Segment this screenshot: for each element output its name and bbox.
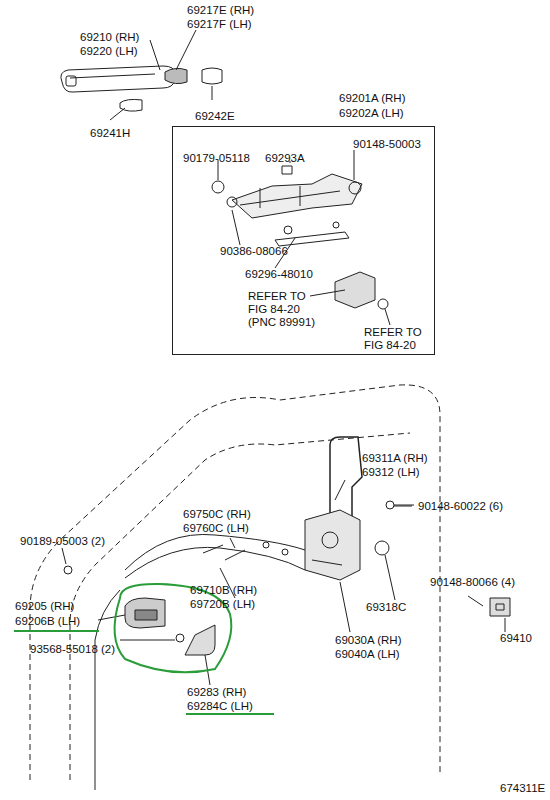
part-number: 69296-48010 xyxy=(245,268,313,281)
part-number: 69312 (LH) xyxy=(362,466,420,479)
part-number: 69318C xyxy=(366,601,406,614)
part-number: 69283 (RH) xyxy=(187,686,246,699)
part-number: 69241H xyxy=(90,127,130,140)
part-number: REFER TO FIG 84-20 (PNC 89991) xyxy=(248,290,324,329)
part-number: 69710B (RH) xyxy=(190,584,257,597)
assembly-number: 69201A (RH) 69202A (LH) xyxy=(339,91,417,121)
part-number: 90386-08066 xyxy=(220,245,288,258)
part-number: 69311A (RH) xyxy=(362,452,428,465)
part-number: 90148-60022 (6) xyxy=(418,500,503,513)
part-number: 69030A (RH) xyxy=(335,634,401,647)
part-number: 69220 (LH) xyxy=(80,45,138,58)
part-number: 69205 (RH) xyxy=(15,600,74,613)
part-number: 69040A (LH) xyxy=(335,648,400,661)
part-number: 69217F (LH) xyxy=(187,18,252,31)
part-number: 90148-80066 (4) xyxy=(430,576,515,589)
part-number: 69217E (RH) xyxy=(187,4,254,17)
part-number: 69210 (RH) xyxy=(80,31,139,44)
part-number: 90189-05003 (2) xyxy=(20,535,105,548)
part-number: REFER TO FIG 84-20 xyxy=(364,326,440,352)
part-number: 69206B (LH) xyxy=(15,615,80,628)
part-number: 69750C (RH) xyxy=(183,508,251,521)
part-number: 69410 xyxy=(500,632,532,645)
part-number: 69293A xyxy=(265,152,305,165)
part-number: 69242E xyxy=(195,110,235,123)
part-number: 69720B (LH) xyxy=(190,598,255,611)
part-number: 93568-55018 (2) xyxy=(30,643,115,656)
part-number: 90179-05118 xyxy=(183,152,250,165)
part-number: 69760C (LH) xyxy=(183,522,249,535)
part-number: 90148-50003 xyxy=(353,138,421,151)
part-number: 674311E xyxy=(500,782,545,795)
part-number: 69284C (LH) xyxy=(187,700,253,713)
